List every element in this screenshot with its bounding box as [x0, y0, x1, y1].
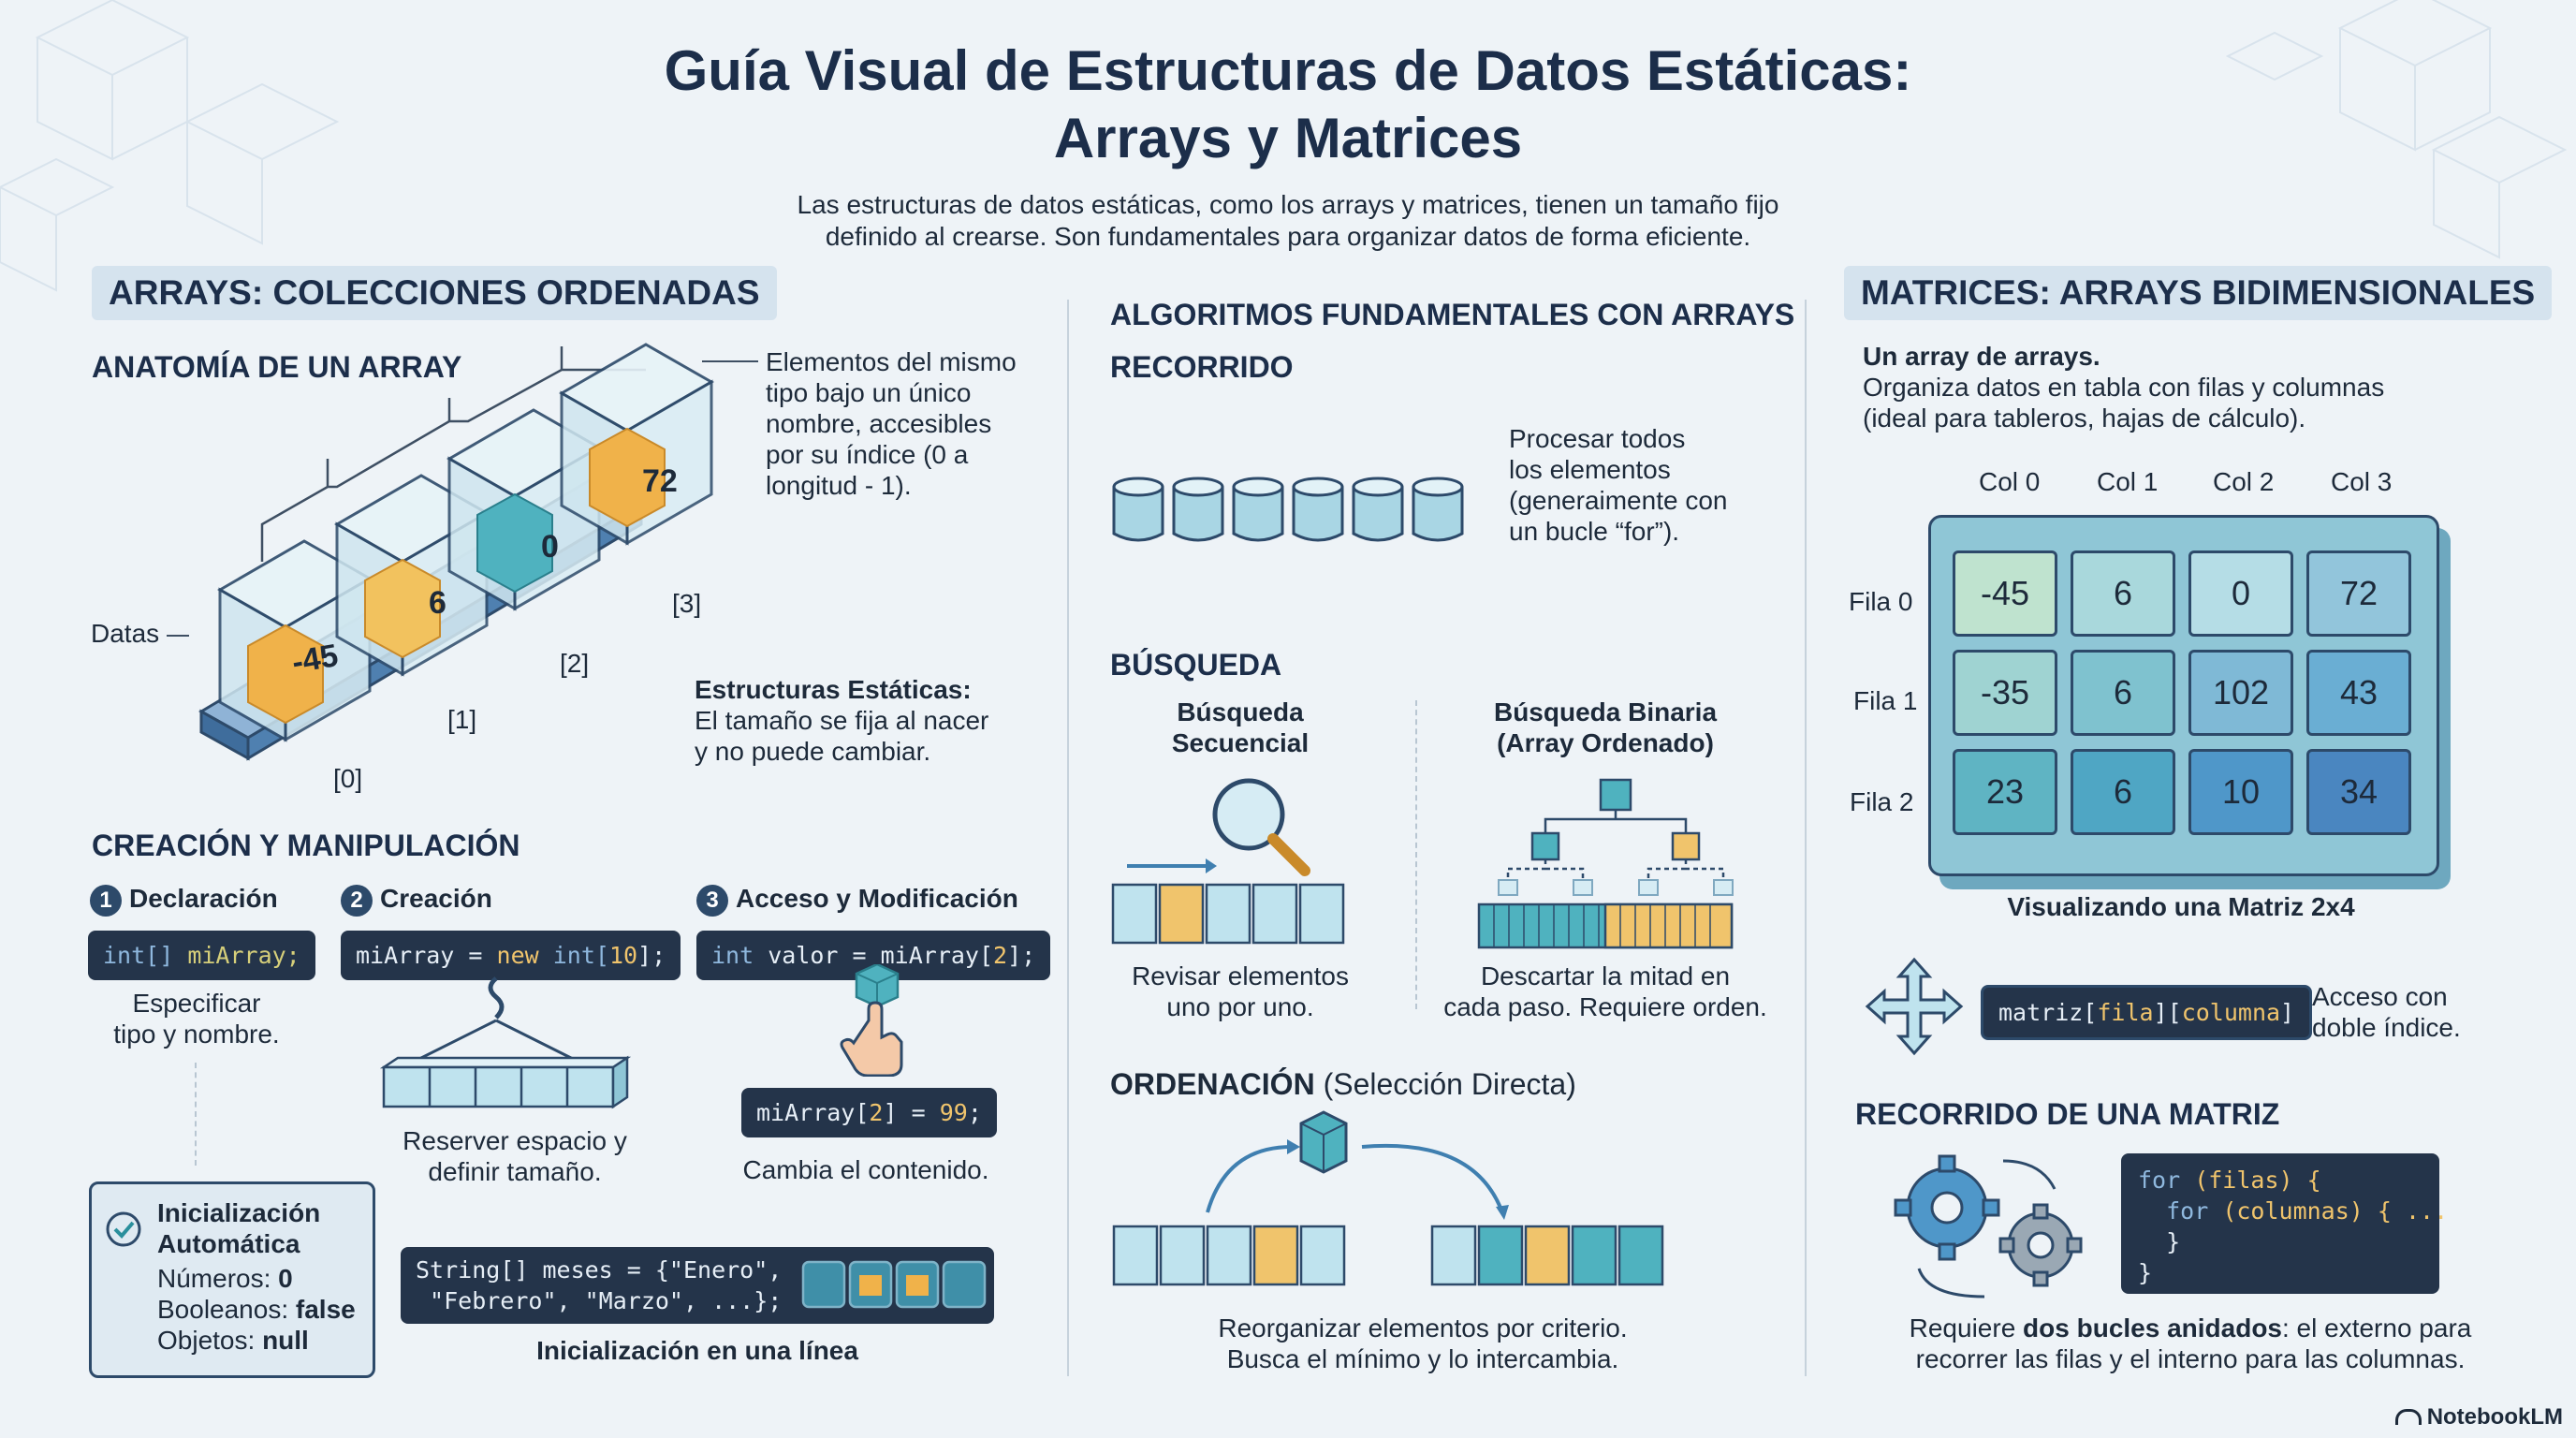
- matrix-traverse-title: RECORRIDO DE UNA MATRIZ: [1855, 1097, 2280, 1131]
- traverse-title: RECORRIDO: [1110, 350, 1294, 384]
- subtitle-line-1: Las estructuras de datos estáticas, como…: [797, 190, 1779, 219]
- sequential-search-icon: [1111, 778, 1345, 945]
- matrix-cell: 6: [2071, 550, 2175, 637]
- array-index-2: [2]: [560, 649, 590, 678]
- subtitle-line-2: definido al crearse. Son fundamentales p…: [825, 222, 1751, 251]
- row-label-2: Fila 2: [1850, 787, 1914, 816]
- binary-search-desc: Descartar la mitad en cada paso. Requier…: [1443, 961, 1767, 1021]
- matrix-cell: 0: [2188, 550, 2293, 637]
- array-index-0: [0]: [333, 764, 363, 793]
- array-index-3: [3]: [672, 589, 702, 618]
- auto-init-title: Inicialización Automática: [157, 1198, 321, 1258]
- matrices-section-header: MATRICES: ARRAYS BIDIMENSIONALES: [1844, 266, 2553, 320]
- traverse-desc: Procesar todos los elementos (generaimen…: [1509, 424, 1728, 546]
- row-label-1: Fila 1: [1853, 686, 1918, 715]
- matrix-cell: 43: [2306, 650, 2411, 736]
- array-value-3: 72: [642, 463, 678, 499]
- creation-title: CREACIÓN Y MANIPULACIÓN: [92, 829, 520, 862]
- notebook-icon: [2394, 1409, 2422, 1425]
- nested-loop-code: for (filas) { for (columnas) { ... }}: [2121, 1153, 2448, 1294]
- selection-sort-icon: [1112, 1110, 1664, 1286]
- arrays-section-header: ARRAYS: COLECCIONES ORDENADAS: [92, 266, 777, 320]
- mini-array-icon: [801, 1260, 987, 1309]
- sequential-search-desc: Revisar elementos uno por uno.: [1132, 961, 1349, 1021]
- col-label-1: Col 1: [2097, 467, 2159, 496]
- matrix-cell: 10: [2188, 749, 2293, 835]
- matrix-cell: -35: [1953, 650, 2057, 736]
- static-structures-note: Estructuras Estáticas: El tamaño se fija…: [695, 675, 989, 766]
- column-divider-left: [1067, 300, 1069, 1376]
- code-declaration: int[] miArray;: [88, 931, 315, 980]
- matrix-cell: 72: [2306, 550, 2411, 637]
- search-divider: [1415, 700, 1417, 1009]
- elements-pointer: [702, 360, 758, 362]
- matrix-caption: Visualizando una Matriz 2x4: [2007, 892, 2355, 921]
- col-label-3: Col 3: [2331, 467, 2393, 496]
- matrix-cell: 102: [2188, 650, 2293, 736]
- crane-illustration: [379, 976, 632, 1109]
- array-illustration: [198, 343, 715, 761]
- row-label-0: Fila 0: [1849, 587, 1913, 616]
- matrix-cell: 6: [2071, 749, 2175, 835]
- declaration-desc: Especificar tipo y nombre.: [113, 989, 280, 1049]
- auto-init-items: Números: 0 Booleanos: false Objetos: nul…: [157, 1264, 356, 1355]
- array-value-1: 6: [429, 585, 446, 621]
- hand-cube-icon: [840, 964, 903, 1077]
- title-line-1: Guía Visual de Estructuras de Datos Está…: [664, 39, 1912, 102]
- sort-desc: Reorganizar elementos por criterio. Busc…: [1218, 1313, 1628, 1373]
- col-label-0: Col 0: [1979, 467, 2041, 496]
- init-line-label: Inicialización en una línea: [536, 1336, 858, 1365]
- datas-pointer: [167, 635, 189, 637]
- array-index-1: [1]: [447, 705, 477, 734]
- binary-search-icon: [1477, 778, 1734, 949]
- matrix-access-desc: Acceso con doble índice.: [2312, 982, 2461, 1042]
- sequential-search-title: Búsqueda Secuencial: [1171, 697, 1310, 757]
- traverse-array-icon: [1112, 477, 1464, 542]
- page-title: Guía Visual de Estructuras de Datos Está…: [0, 37, 2576, 172]
- algorithms-header: ALGORITMOS FUNDAMENTALES CON ARRAYS: [1110, 298, 1795, 331]
- column-divider-right: [1805, 300, 1807, 1376]
- binary-search-title: Búsqueda Binaria (Array Ordenado): [1493, 697, 1718, 757]
- col-label-2: Col 2: [2213, 467, 2275, 496]
- move-arrows-icon: [1865, 957, 1964, 1056]
- matrix-cell: 23: [1953, 749, 2057, 835]
- array-elements-description: Elementos del mismo tipo bajo un único n…: [766, 347, 1017, 500]
- matrices-intro: Un array de arrays. Organiza datos en ta…: [1863, 342, 2385, 433]
- sort-title: ORDENACIÓN (Selección Directa): [1110, 1067, 1576, 1101]
- datas-label: Datas: [91, 619, 160, 648]
- code-assignment: miArray[2] = 99;: [741, 1088, 997, 1137]
- anatomy-title: ANATOMÍA DE UN ARRAY: [92, 350, 462, 384]
- matrix-cell: 6: [2071, 650, 2175, 736]
- nested-loop-desc: Requiere dos bucles anidados: el externo…: [1909, 1313, 2472, 1373]
- code-string-init-block: String[] meses = {"Enero", "Febrero", "M…: [401, 1247, 994, 1324]
- code-creation: miArray = new int[10];: [341, 931, 681, 980]
- brand-logo: NotebookLM: [2394, 1404, 2563, 1431]
- array-value-2: 0: [541, 529, 559, 565]
- matrix-cell: 34: [2306, 749, 2411, 835]
- auto-init-box: Inicialización Automática Números: 0 Boo…: [89, 1181, 375, 1378]
- access-desc: Cambia el contenido.: [742, 1155, 989, 1184]
- code-access: int valor = miArray[2];: [696, 931, 1051, 980]
- matrix-grid: -45 6 0 72 -35 6 102 43 23 6 10 34: [1953, 550, 2421, 835]
- page-subtitle: Las estructuras de datos estáticas, como…: [0, 189, 2576, 253]
- search-title: BÚSQUEDA: [1110, 648, 1282, 682]
- title-line-2: Arrays y Matrices: [1053, 107, 1523, 169]
- matrix-access-code: matriz[fila][columna]: [1981, 985, 2313, 1040]
- dashed-connector: [195, 1063, 198, 1166]
- gears-icon: [1894, 1154, 2083, 1299]
- check-icon: [106, 1211, 141, 1247]
- matrix-cell: -45: [1953, 550, 2057, 637]
- creation-desc: Reserver espacio y definir tamaño.: [402, 1126, 627, 1186]
